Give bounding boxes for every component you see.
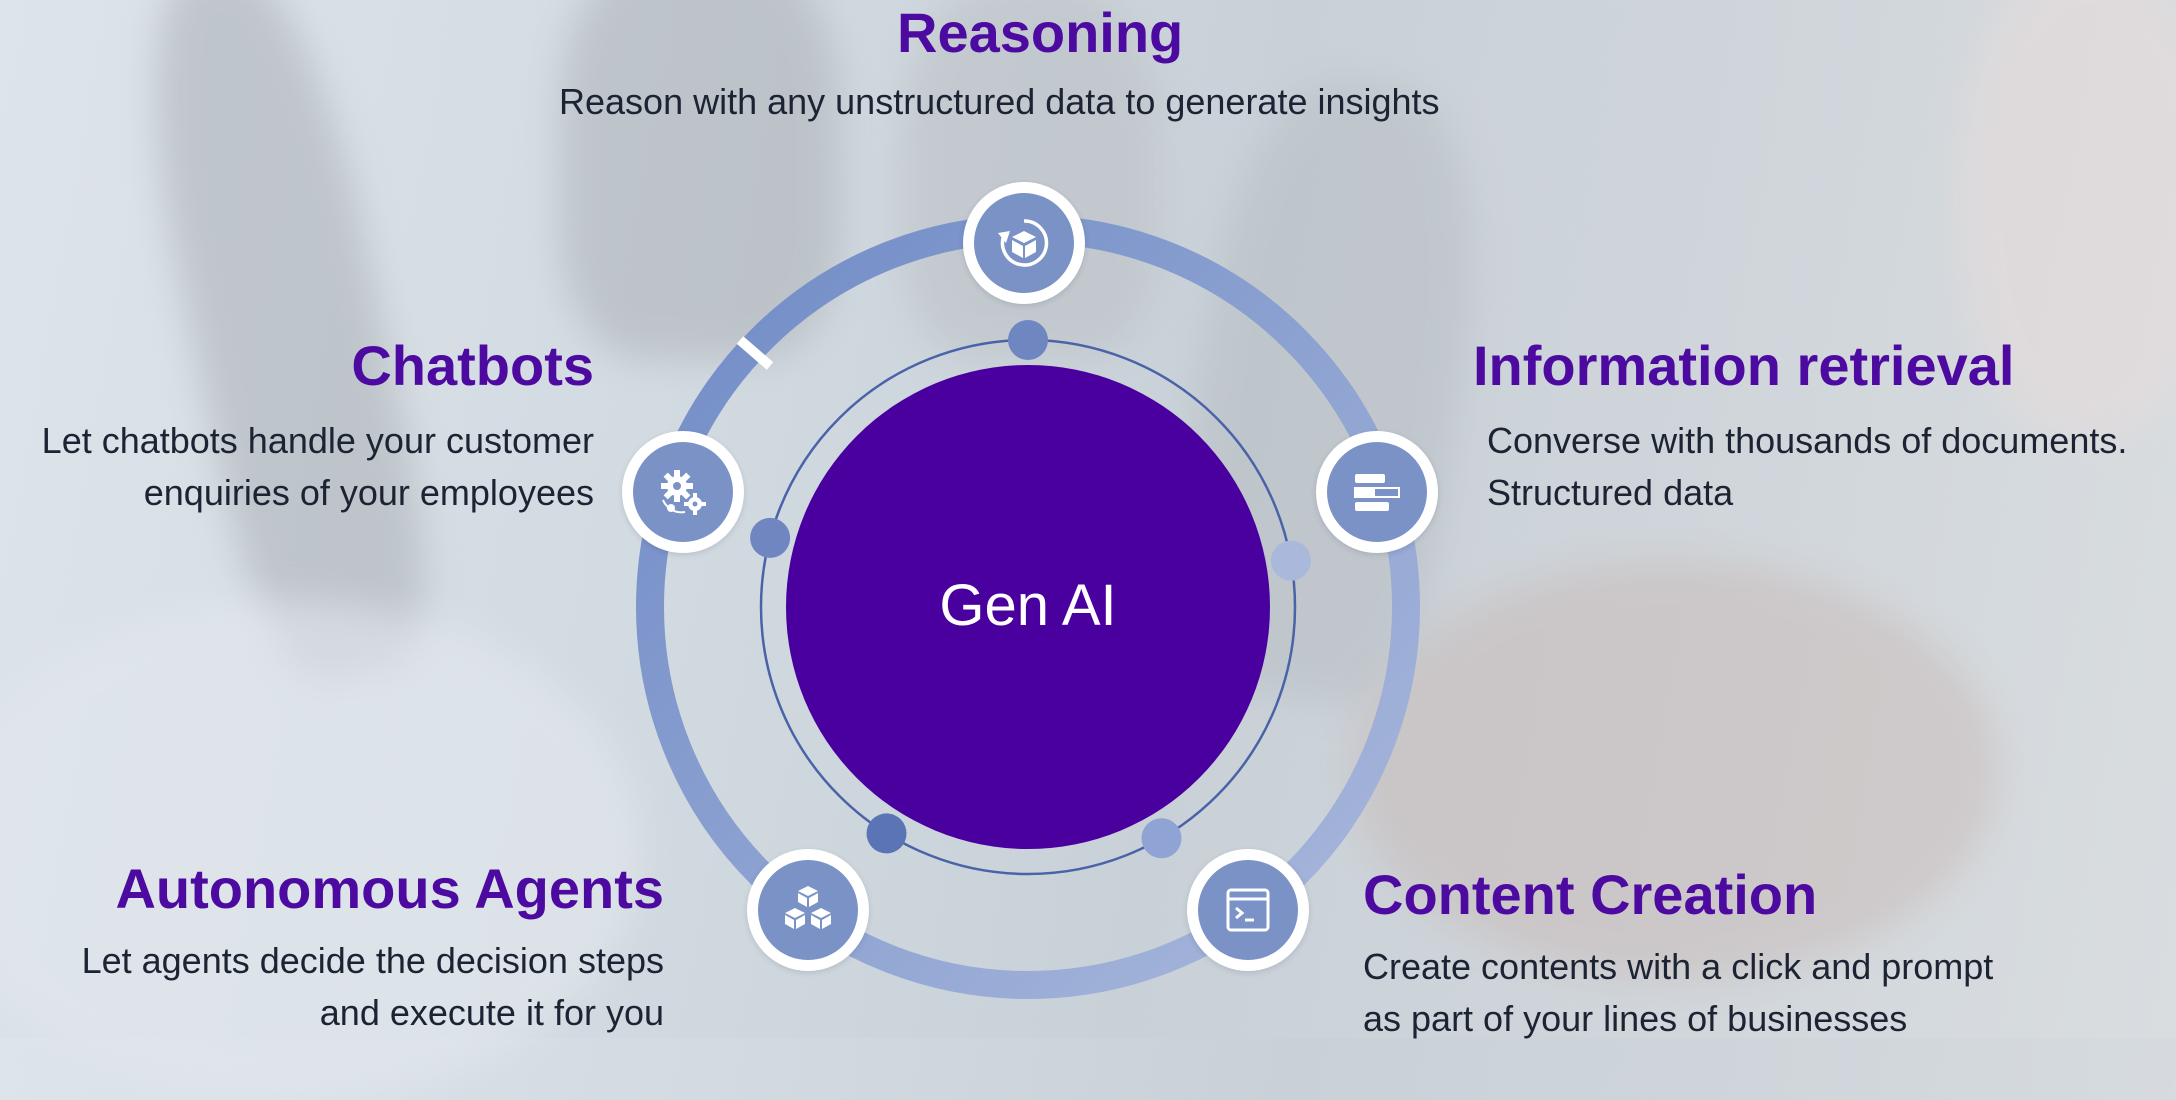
document-list-icon [1354, 474, 1400, 511]
connector-dot [750, 517, 791, 558]
chatbots-line: Let chatbots handle your customer [41, 420, 594, 461]
autonomous-agents-line: and execute it for you [319, 992, 664, 1033]
background-shape [0, 600, 640, 1100]
connector-dot [1008, 320, 1048, 360]
chatbots-node [622, 431, 744, 553]
node-fill [974, 193, 1074, 293]
gears-icon [661, 470, 706, 515]
autonomous-agents-description: Let agents decide the decision steps and… [82, 935, 664, 1039]
reasoning-description: Reason with any unstructured data to gen… [559, 76, 1440, 128]
reasoning-node [963, 182, 1085, 304]
information-retrieval-line: Structured data [1487, 472, 1734, 513]
center-circle [786, 365, 1270, 849]
content-creation-node [1187, 849, 1309, 971]
autonomous-agents-title: Autonomous Agents [115, 857, 664, 920]
reasoning-line: Reason with any unstructured data to gen… [559, 81, 1440, 122]
terminal-window-icon [1226, 888, 1270, 932]
information-retrieval-title: Information retrieval [1473, 334, 2015, 397]
content-creation-description: Create contents with a click and prompt … [1363, 941, 1993, 1045]
node-fill [758, 860, 858, 960]
connector-dot [1270, 540, 1311, 581]
reasoning-title: Reasoning [897, 1, 1184, 64]
node-fill [1198, 860, 1298, 960]
information-retrieval-line: Converse with thousands of documents. [1487, 420, 2128, 461]
center-label: Gen AI [939, 573, 1117, 638]
connector-dot [866, 813, 907, 854]
background-shape [1350, 560, 2000, 980]
autonomous-agents-line: Let agents decide the decision steps [81, 940, 664, 981]
information-retrieval-node [1316, 431, 1438, 553]
content-creation-title: Content Creation [1363, 863, 1818, 926]
connector-dot [1141, 818, 1182, 859]
node-fill [1327, 442, 1427, 542]
cubes-network-icon [785, 886, 831, 929]
autonomous-agents-node [747, 849, 869, 971]
content-creation-line: Create contents with a click and prompt [1363, 946, 1994, 987]
chatbots-title: Chatbots [351, 334, 594, 397]
chatbots-line: enquiries of your employees [143, 472, 594, 513]
content-creation-line: as part of your lines of businesses [1363, 998, 1908, 1039]
information-retrieval-description: Converse with thousands of documents. St… [1487, 415, 2127, 519]
gen-ai-cycle-diagram [636, 215, 1420, 999]
background-shape [1960, 0, 2176, 440]
node-fill [633, 442, 733, 542]
cube-cycle-icon [998, 219, 1049, 267]
chatbots-description: Let chatbots handle your customer enquir… [42, 415, 594, 519]
ring-gap [736, 336, 774, 370]
